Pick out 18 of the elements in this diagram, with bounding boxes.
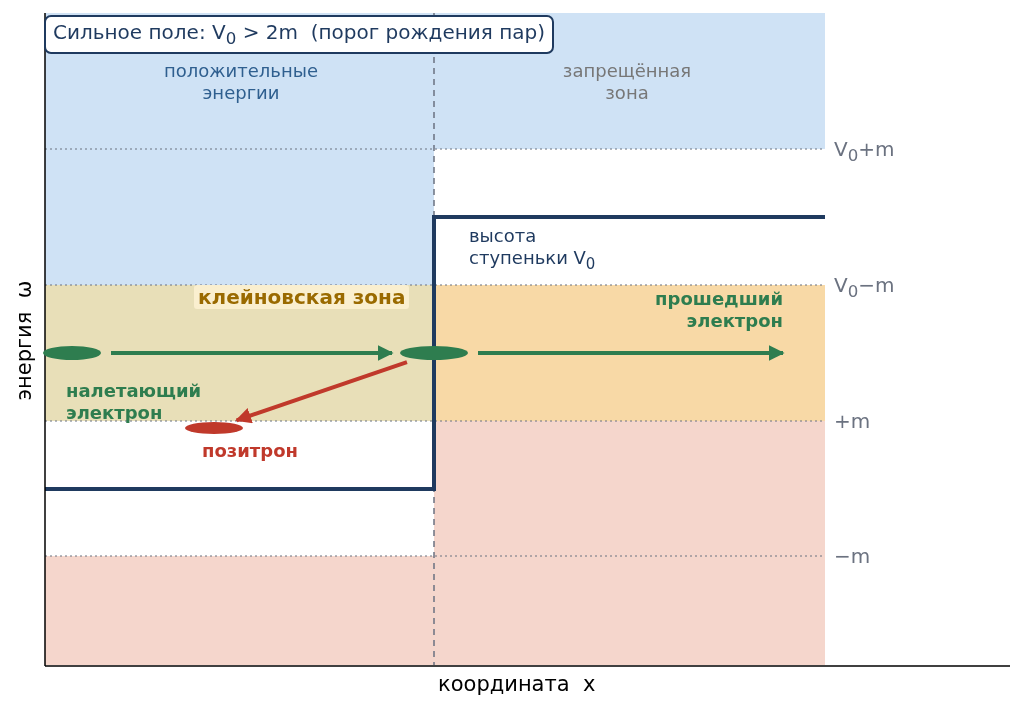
level-label: +m — [834, 409, 871, 433]
arrow — [235, 360, 408, 424]
level-label: V$_{0}$+m — [834, 137, 895, 166]
particle-label: налетающий электрон — [66, 380, 203, 424]
level-label: V$_{0}$−m — [834, 273, 895, 302]
particle-label: прошедший электрон — [583, 288, 783, 332]
particle-ellipse — [185, 422, 243, 434]
particle-label: позитрон — [202, 440, 298, 462]
axis-label: энергия ω — [12, 279, 38, 403]
arrow — [111, 345, 394, 361]
zone-label: клейновская зона — [194, 285, 410, 309]
arrow — [478, 345, 785, 361]
region-label: положительные энергии — [163, 60, 319, 104]
axis-label: координата x — [438, 672, 596, 698]
step-label: высота ступеньки V$_{0}$ — [469, 225, 597, 273]
title: Сильное поле: V$_{0}$ > 2m (порог рождения пар) — [44, 15, 554, 54]
level-label: −m — [834, 544, 871, 568]
region-label: запрещённая зона — [561, 60, 693, 104]
